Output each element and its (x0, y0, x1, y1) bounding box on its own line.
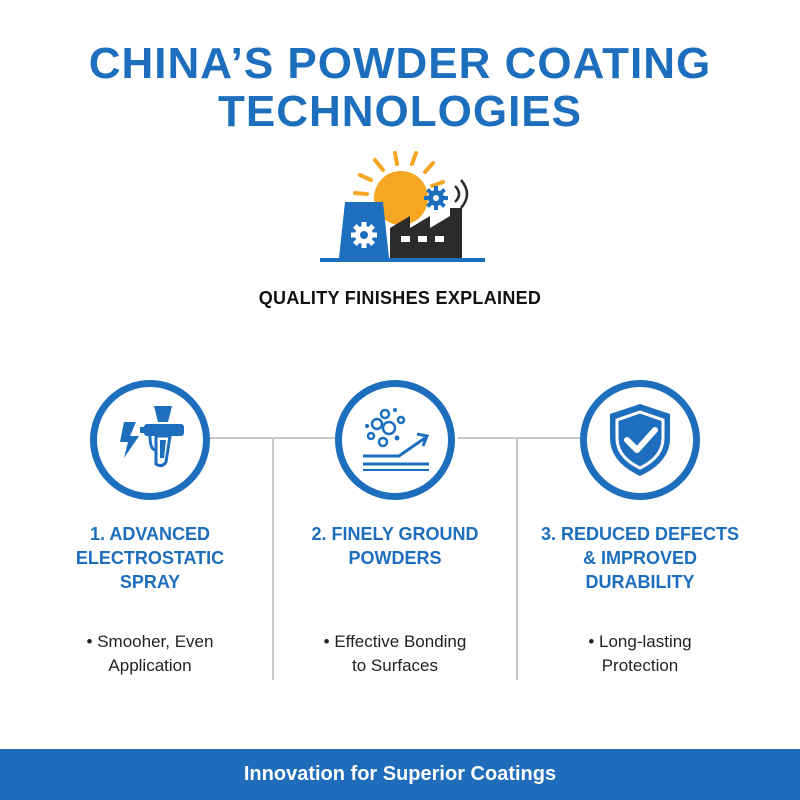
spray-gun-icon (120, 406, 184, 468)
feature-bullet: • Long-lasting Protection (588, 632, 692, 675)
page-title: CHINA’S POWDER COATING TECHNOLOGIES (0, 40, 800, 136)
feature-heading: 2. FINELY GROUND POWDERS (311, 524, 479, 568)
subtitle: QUALITY FINISHES EXPLAINED (258, 288, 542, 308)
feature-column-1: 1. ADVANCED ELECTROSTATIC SPRAY • Smoohe… (40, 380, 260, 678)
feature-column-2: 2. FINELY GROUND POWDERS • Effective Bon… (285, 380, 505, 678)
title-line-1: CHINA’S POWDER COATING (88, 39, 712, 88)
feature-heading: 3. REDUCED DEFECTS & IMPROVED DURABILITY (540, 524, 740, 592)
feature-icon-circle (580, 380, 700, 500)
powder-particles-icon (363, 408, 430, 471)
title-line-2: TECHNOLOGIES (217, 87, 583, 136)
feature-column-3: 3. REDUCED DEFECTS & IMPROVED DURABILITY… (530, 380, 750, 678)
shield-check-icon (610, 404, 670, 476)
feature-icon-circle (90, 380, 210, 500)
feature-heading: 1. ADVANCED ELECTROSTATIC SPRAY (75, 524, 225, 592)
factory-sun-icon (320, 151, 485, 262)
feature-icon-circle (335, 380, 455, 500)
feature-bullet: • Effective Bonding to Surfaces (323, 632, 467, 675)
footer-banner: Innovation for Superior Coatings (0, 749, 800, 800)
feature-bullet: • Smooher, Even Application (86, 632, 214, 675)
